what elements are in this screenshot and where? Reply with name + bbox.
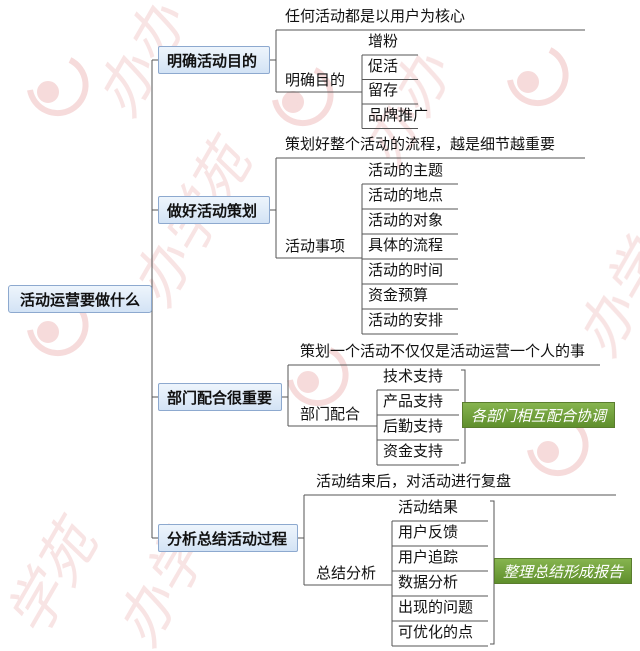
item-label: 品牌推广 (368, 105, 429, 124)
intro-text: 活动结束后，对活动进行复盘 (316, 472, 512, 490)
group-label: 活动事项 (285, 237, 346, 255)
item-label: 活动的地点 (368, 186, 444, 204)
item-label: 留存 (368, 81, 399, 99)
group-label: 总结分析 (316, 564, 377, 582)
item-label: 资金支持 (383, 442, 444, 460)
item-label: 促活 (368, 56, 399, 75)
summary-note: 整理总结形成报告 (494, 558, 633, 584)
summary-note: 各部门相互配合协调 (462, 402, 616, 428)
item-label: 活动的主题 (368, 161, 444, 179)
section-node-3[interactable]: 部门配合很重要 (158, 383, 282, 411)
item-label: 技术支持 (383, 367, 444, 385)
item-label: 活动的时间 (368, 261, 444, 279)
item-label: 活动的安排 (368, 311, 444, 329)
intro-text: 任何活动都是以用户为核心 (285, 7, 466, 25)
root-node[interactable]: 活动运营要做什么 (8, 285, 152, 313)
item-label: 后勤支持 (383, 417, 444, 435)
section-node-1[interactable]: 明确活动目的 (158, 46, 270, 74)
group-label: 明确目的 (285, 71, 346, 89)
item-label: 用户反馈 (398, 523, 459, 541)
intro-text: 策划好整个活动的流程，越是细节越重要 (285, 135, 556, 153)
item-label: 活动的对象 (368, 211, 444, 229)
item-label: 产品支持 (383, 392, 444, 410)
item-label: 用户追踪 (398, 548, 459, 566)
item-label: 数据分析 (398, 573, 459, 591)
item-label: 具体的流程 (368, 236, 444, 254)
item-label: 活动结果 (398, 498, 459, 516)
item-label: 增粉 (368, 32, 399, 50)
item-label: 资金预算 (368, 286, 429, 304)
item-label: 可优化的点 (398, 623, 474, 641)
item-label: 出现的问题 (398, 598, 474, 616)
section-node-2[interactable]: 做好活动策划 (158, 196, 270, 224)
section-node-4[interactable]: 分析总结活动过程 (158, 524, 298, 552)
group-label: 部门配合 (300, 405, 361, 423)
intro-text: 策划一个活动不仅仅是活动运营一个人的事 (300, 342, 586, 360)
